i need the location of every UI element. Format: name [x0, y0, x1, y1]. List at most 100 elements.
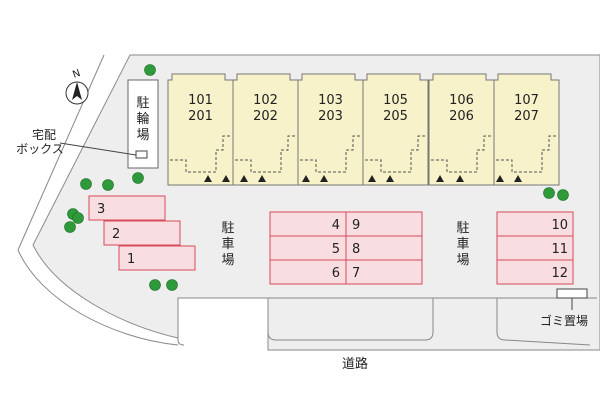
unit-number-top: 102 [253, 93, 278, 108]
unit-balcony-dashed [365, 135, 426, 173]
garbage-area [556, 288, 588, 299]
parking-slot-outline [88, 195, 166, 221]
entrance-marker-icon [302, 175, 310, 182]
parking-slot-outline [496, 259, 574, 285]
parking-slot-number: 5 [332, 242, 340, 257]
unit-outline [232, 73, 299, 186]
compass-north-label: N [71, 68, 82, 81]
unit-number-top: 107 [514, 93, 539, 108]
tree-icon [557, 189, 569, 201]
bicycle-parking-char-3: 場 [136, 128, 149, 143]
parking-slot-number: 12 [551, 266, 568, 281]
garbage-label: ゴミ置場 [540, 313, 588, 328]
parking-label-center-2: 車 [221, 237, 234, 252]
unit-balcony-dashed [170, 135, 231, 173]
unit-number-bottom: 202 [253, 109, 278, 124]
driveway-center [267, 298, 434, 341]
unit-balcony-dashed [431, 135, 492, 173]
parking-slot-center-left: 4 [269, 211, 347, 237]
parking-slot-center-right: 9 [345, 211, 423, 237]
parking-label-center-3: 場 [221, 253, 234, 268]
tree-icon [64, 221, 76, 233]
unit-number-bottom: 203 [318, 109, 343, 124]
parking-slot-slanted: 1 [118, 245, 196, 271]
unit-number-top: 105 [383, 93, 408, 108]
unit-number-bottom: 206 [449, 109, 474, 124]
parking-slot-outline [345, 235, 423, 261]
parking-slot-number: 10 [551, 218, 568, 233]
tree-icon [166, 279, 178, 291]
road-edge-curve [17, 249, 179, 346]
unit-outline [493, 73, 560, 186]
parking-slot-number: 1 [127, 252, 135, 267]
tree-icon [149, 279, 161, 291]
parking-slot-outline [345, 259, 423, 285]
bicycle-parking-char-2: 輪 [136, 111, 149, 127]
tree-icon [102, 179, 114, 191]
tree-icon [72, 212, 84, 224]
delivery-box-leader [59, 142, 137, 156]
road-edge-line-left [17, 54, 105, 251]
tree-icon [80, 178, 92, 190]
parking-label-right: 駐 車 場 [456, 221, 469, 268]
tree-icon [144, 64, 156, 76]
entrance-marker-icon [222, 175, 230, 182]
delivery-box-label-2: ボックス [16, 142, 64, 156]
parking-slot-number: 9 [352, 218, 360, 233]
entrance-marker-icon [436, 175, 444, 182]
parking-slot-right: 11 [496, 235, 574, 261]
parking-slot-center-left: 6 [269, 259, 347, 285]
tree-icon [132, 172, 144, 184]
parking-slot-outline [118, 245, 196, 271]
parking-slot-center-left: 5 [269, 235, 347, 261]
tree-icon [543, 187, 555, 199]
delivery-box [135, 150, 148, 159]
parking-slot-number: 11 [551, 242, 568, 257]
parking-slot-right: 10 [496, 211, 574, 237]
compass: N [65, 68, 89, 105]
parking-slot-number: 7 [352, 266, 360, 281]
parking-slot-number: 6 [332, 266, 340, 281]
road-label: 道路 [342, 356, 368, 372]
delivery-box-label-1: 宅配 [32, 127, 56, 142]
parking-slot-center-right: 8 [345, 235, 423, 261]
parking-slot-number: 3 [97, 202, 105, 217]
unit-number-top: 101 [188, 93, 213, 108]
compass-needle-icon [72, 82, 82, 100]
unit-outline [362, 73, 429, 186]
parking-slot-outline [269, 211, 347, 237]
unit-number-bottom: 207 [514, 109, 539, 124]
parking-slot-outline [103, 220, 181, 246]
parking-slot-slanted: 3 [88, 195, 166, 221]
parking-slot-outline [345, 211, 423, 237]
unit-balcony-dashed [235, 135, 296, 173]
unit-number-bottom: 201 [188, 109, 213, 124]
driveway-left [177, 298, 185, 346]
entrance-marker-icon [368, 175, 376, 182]
parking-slot-number: 8 [352, 242, 360, 257]
driveway-right [496, 298, 591, 346]
parking-slot-outline [496, 235, 574, 261]
unit-balcony-dashed [496, 135, 557, 173]
parking-slot-right: 12 [496, 259, 574, 285]
parking-label-right-2: 車 [456, 237, 469, 252]
entrance-marker-icon [456, 175, 464, 182]
parking-label-center: 駐 車 場 [221, 221, 234, 268]
bicycle-parking-char-1: 駐 [136, 96, 149, 111]
unit-outline [297, 73, 364, 186]
trees [64, 64, 569, 291]
bicycle-parking-label: 駐 輪 場 [136, 96, 149, 143]
unit-number-top: 103 [318, 93, 343, 108]
parking-slot-number: 2 [112, 227, 120, 242]
unit-balcony-dashed [300, 135, 361, 173]
entrance-marker-icon [240, 175, 248, 182]
